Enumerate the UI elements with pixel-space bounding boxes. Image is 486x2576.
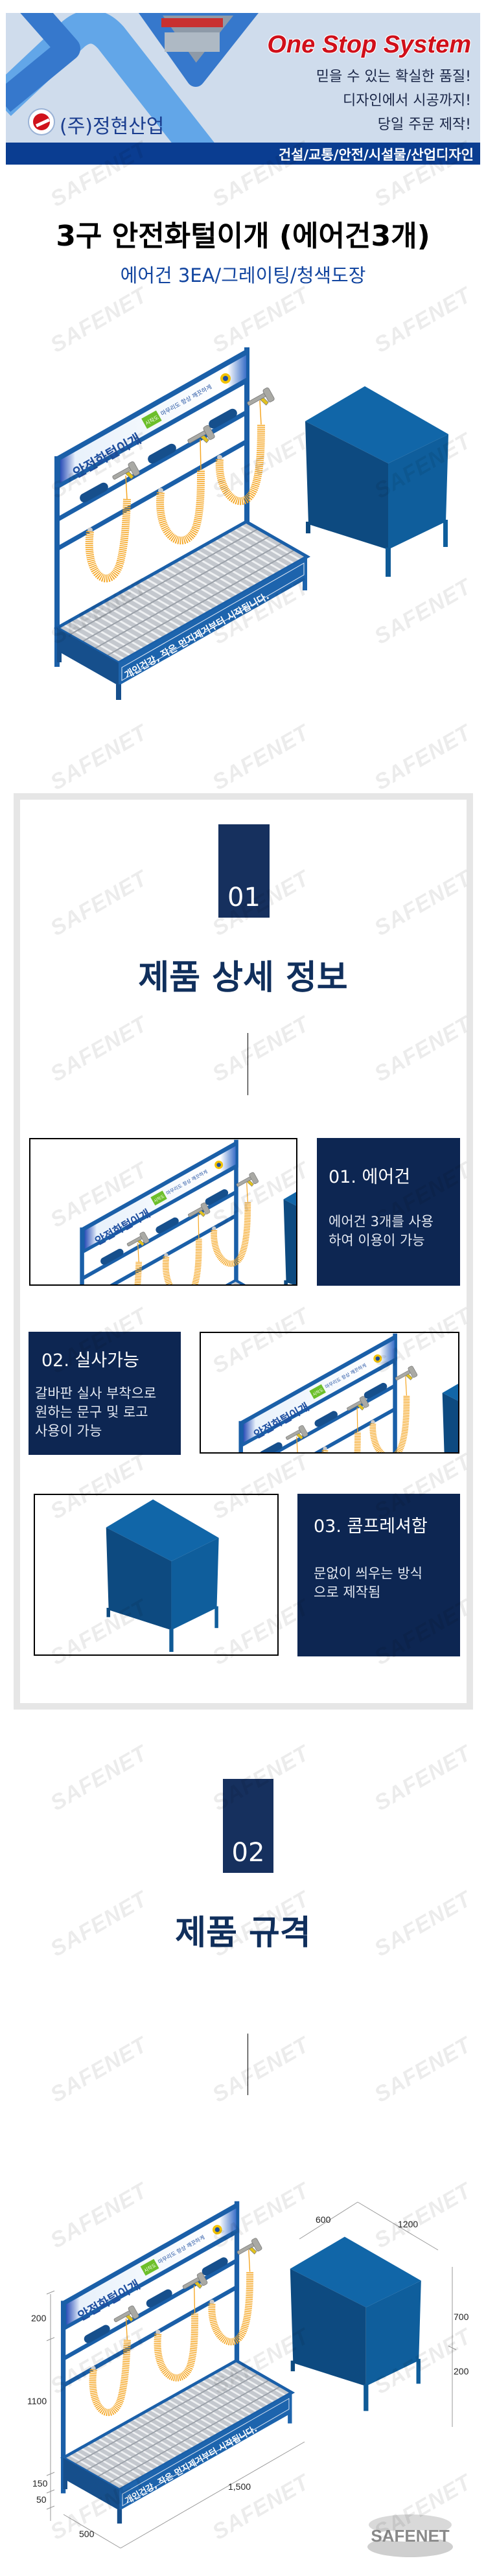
dim-box-depth: 600 <box>316 2214 331 2225</box>
tagline-quality: 믿을 수 있는 확실한 품질! <box>316 69 471 85</box>
feature-line: 원하는 문구 및 로고 <box>35 1404 148 1420</box>
category-bar: 건설/교통/안전/시설물/산업디자인 <box>6 143 480 165</box>
grating-bar <box>82 612 145 650</box>
feature-line: 사용이 가능 <box>35 1423 102 1439</box>
tagline-same-day: 당일 주문 제작! <box>377 117 471 133</box>
grating-bar <box>189 552 251 590</box>
feature-title: 01. 에어건 <box>329 1167 411 1187</box>
grating-crossbar <box>93 542 283 650</box>
grating-crossbar <box>106 549 295 657</box>
product-subtitle: 에어건 3EA/그레이팅/청색도장 <box>120 264 366 286</box>
grating-bar <box>227 531 289 568</box>
grating-bar <box>220 535 283 572</box>
grating-bar <box>138 581 201 618</box>
grating-bar <box>145 577 207 614</box>
feature-card-compressor-box: 03. 콤프레셔함 문없이 씌우는 방식 으로 제작됨 <box>297 1494 460 1656</box>
feature-image-compressor-box <box>34 1494 279 1656</box>
grating-bar <box>202 545 264 583</box>
grating-crossbar <box>69 528 259 636</box>
grating-bar <box>233 528 295 565</box>
safenet-logo: SAFENET <box>364 2512 456 2559</box>
feature-card-airgun: 01. 에어건 에어건 3개를 사용 하여 이용이 가능 <box>317 1138 460 1286</box>
tagline-design: 디자인에서 시공까지! <box>343 93 471 109</box>
grating-bar <box>239 524 302 561</box>
grating-bar <box>176 559 239 597</box>
grating-bar <box>113 595 176 632</box>
grating-bar <box>132 585 195 621</box>
banner-graphic <box>6 13 259 143</box>
feature-line: 으로 제작됨 <box>314 1584 381 1600</box>
feature-line: 에어건 3개를 사용 <box>329 1214 434 1229</box>
dim-leg-height: 50 <box>36 2494 47 2505</box>
grating-bar <box>182 556 245 593</box>
watermark: SAFENET <box>370 1741 476 1816</box>
section-number-badge: 01 <box>218 824 270 918</box>
product-illustration: 안전화털이개 시작도 마무리도 항상 깨끗하게 <box>53 347 448 700</box>
grating-bar <box>100 602 163 640</box>
dim-stand-top: 200 <box>31 2313 47 2323</box>
grating-crossbar <box>81 535 272 643</box>
section-number-badge: 02 <box>223 1779 273 1873</box>
section-detail-frame <box>14 793 473 1710</box>
slogan: One Stop System <box>267 31 471 58</box>
banner-photo-sign <box>161 18 223 27</box>
dim-box-leg: 200 <box>454 2366 469 2376</box>
watermark: SAFENET <box>46 2032 152 2107</box>
feature-title: 02. 실사가능 <box>41 1351 139 1371</box>
safenet-logo-text: SAFENET <box>371 2526 450 2546</box>
dim-width: 1,500 <box>228 2481 251 2492</box>
feature-title: 03. 콤프레셔함 <box>314 1516 428 1537</box>
watermark: SAFENET <box>208 2032 314 2107</box>
company-logo-icon <box>28 108 55 135</box>
dim-stand-height: 1100 <box>27 2396 47 2406</box>
grating-bar <box>207 542 270 579</box>
dim-depth: 500 <box>79 2529 95 2539</box>
company-name: (주)정현산업 <box>60 115 165 138</box>
grating-bar <box>62 623 126 660</box>
dim-tray-height: 150 <box>32 2478 48 2489</box>
grating-bar <box>94 605 157 643</box>
category-text: 건설/교통/안전/시설물/산업디자인 <box>278 147 474 163</box>
product-title: 3구 안전화털이개 (에어건3개) <box>56 220 430 253</box>
dim-box-width: 1200 <box>398 2219 418 2229</box>
dim-box-height: 700 <box>454 2312 469 2322</box>
grating-bar <box>126 588 189 625</box>
grating-bar <box>214 539 277 575</box>
grating-bar <box>157 570 220 607</box>
feature-line: 갈바판 실사 부착으로 <box>35 1386 157 1401</box>
dimension-overlay: 200 1100 150 50 500 1,500 600 1200 700 2… <box>27 2201 469 2549</box>
grating-bar <box>151 574 214 611</box>
feature-line: 문없이 씌우는 방식 <box>314 1566 422 1581</box>
feature-image-airgun <box>29 1138 297 1286</box>
grating-bar <box>75 616 138 653</box>
section-heading: 제품 규격 <box>175 1914 311 1953</box>
watermark: SAFENET <box>46 1741 152 1816</box>
safenet-s-icon <box>367 2514 453 2557</box>
grating-bar <box>170 563 233 600</box>
grating-bar <box>195 549 258 586</box>
grating-bar <box>87 609 151 646</box>
section-heading: 제품 상세 정보 <box>138 958 348 997</box>
grating-bar <box>163 566 226 604</box>
grating-bar <box>69 620 132 657</box>
feature-image-print <box>200 1332 459 1454</box>
feature-line: 하여 이용이 가능 <box>329 1233 425 1248</box>
company-banner: (주)정현산업 One Stop System 믿을 수 있는 확실한 품질! … <box>6 13 480 165</box>
watermark: SAFENET <box>370 2032 476 2107</box>
grating-bar <box>107 598 170 636</box>
grating-bar <box>119 592 182 629</box>
feature-card-print: 02. 실사가능 갈바판 실사 부착으로 원하는 문구 및 로고 사용이 가능 <box>29 1332 181 1455</box>
